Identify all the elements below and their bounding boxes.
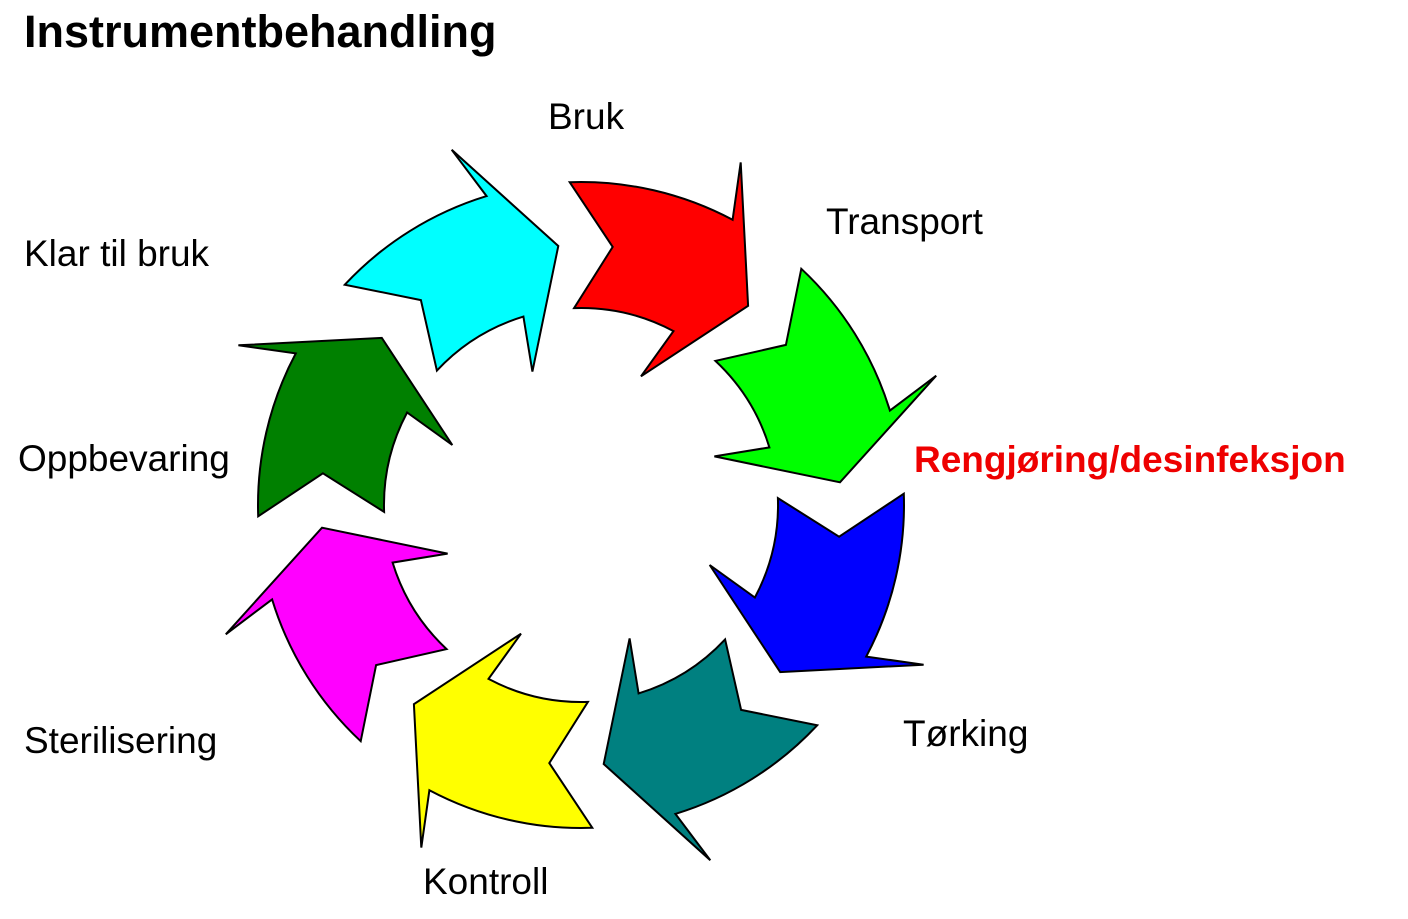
cycle-arrow-sterilisering (225, 526, 449, 744)
cycle-arrow-kontroll (412, 632, 595, 848)
cycle-arrow-klar-til-bruk (342, 149, 560, 373)
cycle-arrow-oppbevaring (238, 336, 454, 519)
cycle-arrow-torking (602, 637, 820, 861)
stage-label-transport: Transport (826, 201, 983, 242)
stage-label-torking: Tørking (903, 713, 1029, 754)
stage-label-klar-til-bruk: Klar til bruk (24, 233, 210, 274)
cycle-arrow-bruk (567, 162, 750, 378)
stage-label-rengjoring: Rengjøring/desinfeksjon (914, 439, 1346, 480)
cycle-arrow-rengjoring (708, 491, 924, 674)
cycle-arrow-transport (713, 266, 937, 484)
stage-label-sterilisering: Sterilisering (24, 720, 218, 761)
stage-label-kontroll: Kontroll (423, 861, 549, 902)
page-title: Instrumentbehandling (24, 6, 497, 57)
stage-label-oppbevaring: Oppbevaring (18, 438, 230, 479)
stage-label-bruk: Bruk (548, 96, 625, 137)
